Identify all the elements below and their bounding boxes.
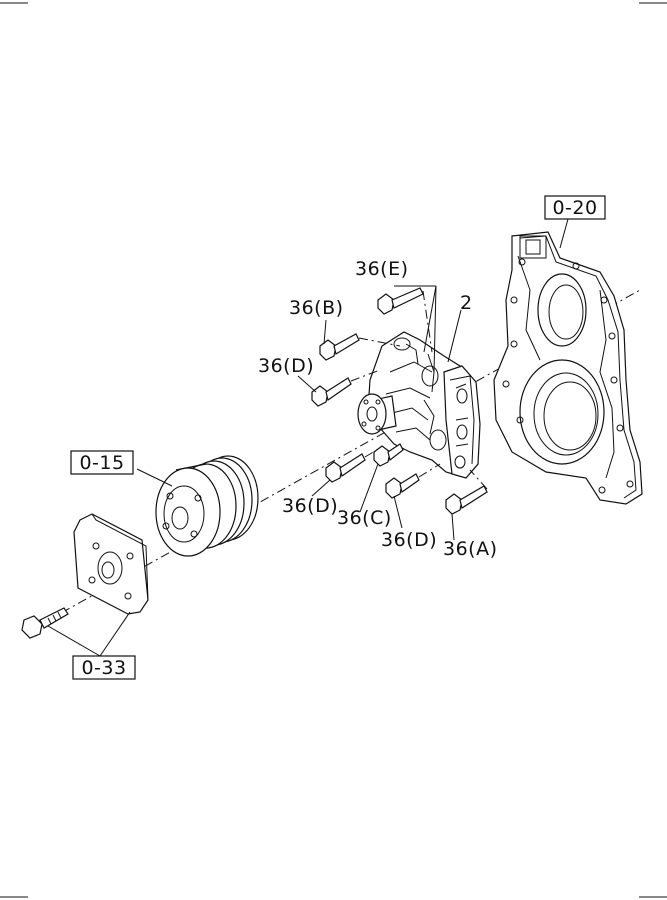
bolt-36d-upper bbox=[311, 377, 352, 407]
ref-label-0-33: 0-33 bbox=[81, 657, 126, 679]
water-pump bbox=[367, 331, 481, 479]
ref-label-0-15: 0-15 bbox=[79, 452, 124, 474]
leader-lines bbox=[47, 218, 569, 657]
ref-box-0-20: 0-20 bbox=[544, 195, 606, 220]
callout-bolt-36d-lower: 36(D) bbox=[381, 529, 437, 551]
bolt-36b bbox=[319, 333, 360, 361]
pulley-bolt bbox=[21, 607, 69, 639]
callout-bolt-36b: 36(B) bbox=[289, 297, 344, 319]
callout-bolt-36d-left: 36(D) bbox=[282, 495, 338, 517]
ref-box-0-15: 0-15 bbox=[70, 450, 134, 475]
ref-box-0-33: 0-33 bbox=[72, 655, 136, 680]
gear-case-cover bbox=[493, 231, 643, 505]
bolt-36e bbox=[377, 287, 424, 315]
callout-part-2: 2 bbox=[460, 292, 473, 314]
callout-bolt-36c: 36(C) bbox=[337, 507, 392, 529]
ref-label-0-20: 0-20 bbox=[552, 197, 597, 219]
callout-bolt-36e: 36(E) bbox=[355, 258, 409, 280]
bolt-36c bbox=[373, 443, 404, 467]
pump-hub-flange bbox=[357, 393, 397, 435]
bolt-36a bbox=[445, 485, 488, 515]
crank-pulley bbox=[155, 455, 259, 557]
damper-plate bbox=[73, 513, 149, 615]
callout-bolt-36a: 36(A) bbox=[443, 538, 498, 560]
bolt-alignment-lines bbox=[350, 290, 488, 490]
bolt-36d-left bbox=[325, 453, 366, 483]
callout-bolt-36d-upper: 36(D) bbox=[258, 355, 314, 377]
bolt-36d-lower bbox=[385, 473, 420, 499]
